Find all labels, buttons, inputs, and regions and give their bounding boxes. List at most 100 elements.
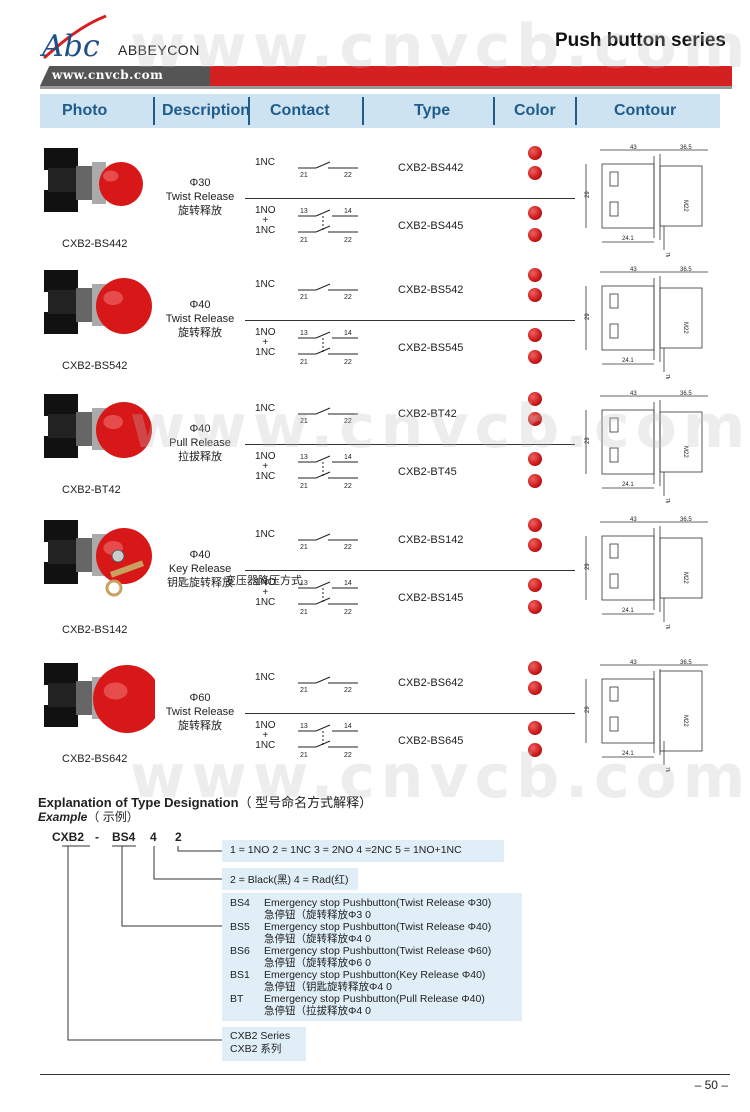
code-part-type: BS4 [112, 830, 136, 844]
svg-text:43: 43 [630, 517, 637, 523]
description-line: 拉拔释放 [178, 451, 222, 463]
type-code: CXB2-BT42 [398, 408, 457, 420]
type-code-zh: 急停钮（旋转释放Φ4 0 [264, 933, 371, 945]
svg-text:22: 22 [344, 172, 352, 178]
svg-text:14: 14 [344, 580, 352, 587]
description-line: 旋转释放 [178, 327, 222, 339]
code-part-contact: 2 [175, 830, 182, 844]
svg-text:13: 13 [300, 454, 308, 461]
description-line: Φ60 [189, 692, 211, 704]
description-line: Key Release [168, 563, 232, 575]
product-photo [44, 663, 155, 733]
color-red-dot [528, 206, 542, 220]
svg-text:22: 22 [344, 237, 352, 244]
header-red-band [210, 66, 732, 86]
svg-text:43: 43 [630, 660, 637, 666]
row-divider [245, 713, 575, 714]
color-red-dot [528, 518, 542, 532]
explanation-title: Explanation of Type Designation（ 型号命名方式解… [38, 792, 372, 811]
code-part-series: CXB2 [52, 830, 85, 844]
type-code-zh: 急停钮（旋转释放Φ6 0 [264, 957, 371, 969]
model-label: CXB2-BS642 [62, 753, 128, 765]
svg-text:22: 22 [344, 752, 352, 759]
svg-text:36.5: 36.5 [680, 517, 692, 523]
svg-text:22: 22 [344, 418, 352, 424]
type-code: CXB2-BS145 [398, 592, 464, 604]
svg-text:36.5: 36.5 [680, 267, 692, 273]
type-code-item: BT Emergency stop Pushbutton(Pull Releas… [230, 993, 514, 1017]
product-photo [44, 148, 143, 212]
svg-text:21: 21 [300, 418, 308, 424]
svg-text:43: 43 [630, 267, 637, 273]
color-red-dot [528, 328, 542, 342]
svg-text:7Max: 7Max [664, 498, 670, 503]
type-code-item: BS5 Emergency stop Pushbutton(Twist Rele… [230, 921, 514, 945]
description-line: 旋转释放 [178, 205, 222, 217]
svg-text:22: 22 [344, 359, 352, 366]
svg-text:21: 21 [300, 752, 308, 759]
svg-text:24.1: 24.1 [622, 358, 634, 364]
type-code-key: BS6 [230, 945, 250, 957]
svg-text:21: 21 [300, 172, 308, 178]
type-code-key: BT [230, 993, 244, 1005]
nc-switch-symbol: 21 22 [298, 407, 358, 424]
svg-text:36.5: 36.5 [680, 660, 692, 666]
col-color: Color [514, 102, 556, 119]
row-divider [245, 320, 575, 321]
color-red-dot [528, 600, 542, 614]
svg-text:22: 22 [344, 687, 352, 693]
contact-label: 1NO + 1NC [255, 577, 276, 608]
row-divider [245, 444, 575, 445]
type-code-en: Emergency stop Pushbutton(Twist Release … [264, 945, 492, 957]
color-red-dot [528, 474, 542, 488]
type-code: CXB2-BS142 [398, 534, 464, 546]
nc-switch-symbol: 21 22 [298, 676, 358, 693]
explanation-title-cn: （ 型号命名方式解释） [238, 795, 373, 810]
color-red-dot [528, 350, 542, 364]
model-label: CXB2-BS142 [62, 624, 128, 636]
type-code: CXB2-BS542 [398, 284, 464, 296]
svg-text:14: 14 [344, 723, 352, 730]
type-code-box: BS4 Emergency stop Pushbutton(Twist Rele… [222, 893, 522, 1021]
type-code-item: BS6 Emergency stop Pushbutton(Twist Rele… [230, 945, 514, 969]
svg-text:7Max: 7Max [664, 624, 670, 629]
type-code-zh: 急停钮（钥匙旋转释放Φ4 0 [264, 981, 392, 993]
col-separator [575, 97, 577, 125]
model-label: CXB2-BS542 [62, 360, 128, 372]
type-code-zh: 急停钮（旋转释放Φ3 0 [264, 909, 371, 921]
svg-text:21: 21 [300, 687, 308, 693]
example-label-cn: （ 示例） [87, 810, 139, 824]
svg-text:29: 29 [585, 706, 591, 713]
header-divider [40, 86, 732, 89]
type-code-item: BS4 Emergency stop Pushbutton(Twist Rele… [230, 897, 514, 921]
type-code: CXB2-BS642 [398, 677, 464, 689]
color-red-dot [528, 146, 542, 160]
col-type: Type [414, 102, 451, 119]
svg-text:22: 22 [344, 294, 352, 300]
type-code: CXB2-BS645 [398, 735, 464, 747]
svg-text:13: 13 [300, 580, 308, 587]
example-label: Example（ 示例） [38, 808, 139, 825]
contact-label: 1NC [255, 157, 276, 168]
svg-text:Abc: Abc [40, 29, 100, 62]
col-description: Description [162, 102, 251, 119]
svg-text:M22: M22 [682, 200, 688, 212]
description-line: Φ40 [189, 549, 211, 561]
color-red-dot [528, 392, 542, 406]
col-photo: Photo [62, 102, 108, 119]
description-line: Pull Release [169, 437, 231, 449]
description-line: Φ40 [189, 299, 211, 311]
svg-text:24.1: 24.1 [622, 236, 634, 242]
svg-text:M22: M22 [682, 322, 688, 334]
footer-divider [40, 1074, 730, 1075]
